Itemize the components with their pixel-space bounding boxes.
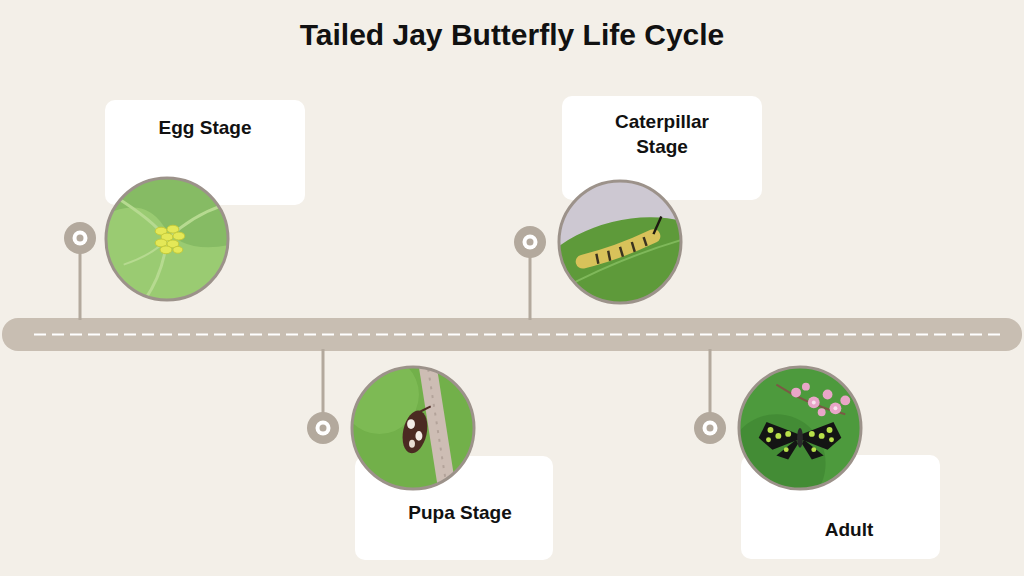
- illustration-ellipse: [160, 246, 172, 254]
- illustration-circle: [791, 388, 801, 398]
- illustration-circle: [64, 222, 96, 254]
- illustration-circle: [840, 396, 850, 406]
- illustration-ellipse: [407, 419, 415, 429]
- egg-scene: [104, 176, 230, 302]
- illustration-path: [557, 236, 683, 297]
- illustration-circle: [823, 390, 833, 400]
- illustration-ellipse: [409, 440, 415, 448]
- caterpillar-photo: [557, 179, 683, 305]
- illustration-circle: [833, 406, 837, 410]
- pupa-scene: [350, 365, 476, 491]
- stage-label-wrap: Caterpillar Stage: [592, 110, 732, 159]
- illustration-ellipse: [415, 431, 422, 441]
- egg-photo: [104, 176, 230, 302]
- timeline-dash: [34, 334, 1000, 336]
- illustration-rect: [104, 176, 230, 302]
- illustration-ellipse: [557, 198, 683, 305]
- illustration-circle: [809, 431, 815, 437]
- illustration-line: [427, 365, 449, 491]
- illustration-circle: [812, 400, 816, 404]
- photo-border: [352, 367, 474, 489]
- stage-box: Egg Stage: [105, 100, 305, 205]
- illustration-line: [427, 365, 449, 491]
- stage-label-wrap: Egg Stage: [120, 116, 290, 141]
- illustration-g: [155, 225, 185, 254]
- illustration-circle: [802, 383, 810, 391]
- illustration-line: [596, 254, 598, 264]
- stage-box: Adult: [741, 455, 940, 559]
- illustration-path: [419, 406, 431, 412]
- illustration-circle: [811, 447, 816, 452]
- timeline-band: [2, 318, 1022, 351]
- illustration-path: [802, 440, 824, 460]
- illustration-circle: [766, 437, 771, 442]
- illustration-circle: [523, 235, 538, 250]
- illustration-line: [644, 237, 647, 246]
- pupa-photo: [350, 365, 476, 491]
- illustration-line: [653, 216, 661, 234]
- illustration-circle: [768, 427, 774, 433]
- stage-box: Caterpillar Stage: [562, 96, 762, 200]
- illustration-g: [812, 400, 838, 410]
- pin-stem: [79, 252, 82, 320]
- illustration-circle: [707, 425, 714, 432]
- diagram-title: Tailed Jay Butterfly Life Cycle: [0, 18, 1024, 52]
- stage-label: Caterpillar Stage: [592, 110, 732, 159]
- illustration-circle: [307, 412, 339, 444]
- photo-border: [559, 181, 681, 303]
- illustration-circle: [703, 421, 718, 436]
- illustration-line: [608, 251, 610, 261]
- timeline-pin: [64, 222, 96, 254]
- illustration-path: [583, 236, 654, 262]
- illustration-circle: [775, 433, 781, 439]
- illustration-circle: [784, 447, 789, 452]
- stage-box: Pupa Stage: [355, 456, 553, 560]
- illustration-circle: [827, 427, 833, 433]
- illustration-ellipse: [399, 408, 431, 455]
- stage-label: Pupa Stage: [408, 501, 511, 526]
- illustration-circle: [830, 402, 842, 414]
- illustration-circle: [316, 421, 331, 436]
- illustration-circle: [737, 414, 826, 491]
- illustration-ellipse: [797, 428, 803, 448]
- illustration-path: [104, 208, 230, 303]
- illustration-circle: [819, 433, 825, 439]
- stage-label-wrap: Adult: [774, 518, 924, 543]
- timeline-pin: [514, 226, 546, 258]
- stage-label-wrap: Pupa Stage: [375, 501, 545, 526]
- illustration-circle: [694, 412, 726, 444]
- illustration-line: [632, 242, 635, 252]
- illustration-circle: [808, 397, 820, 409]
- illustration-circle: [829, 437, 834, 442]
- pin-stem: [709, 349, 712, 414]
- illustration-g: [596, 237, 646, 264]
- illustration-circle: [77, 235, 84, 242]
- stage-label: Adult: [825, 518, 874, 543]
- illustration-circle: [320, 425, 327, 432]
- illustration-path: [776, 440, 798, 460]
- photo-border: [106, 178, 228, 300]
- illustration-line: [620, 247, 623, 257]
- illustration-path: [776, 385, 845, 415]
- illustration-ellipse: [173, 232, 185, 240]
- stage-label: Egg Stage: [159, 116, 252, 141]
- illustration-circle: [514, 226, 546, 258]
- illustration-circle: [73, 231, 88, 246]
- photo-border: [739, 367, 861, 489]
- pin-stem: [529, 256, 532, 320]
- illustration-circle: [818, 408, 826, 416]
- illustration-circle: [527, 239, 534, 246]
- pin-stem: [322, 349, 325, 414]
- illustration-ellipse: [173, 246, 183, 253]
- adult-photo: [737, 365, 863, 491]
- illustration-g: [766, 427, 834, 452]
- timeline-pin: [307, 412, 339, 444]
- timeline-pin: [694, 412, 726, 444]
- illustration-g: [791, 383, 850, 416]
- illustration-circle: [785, 431, 791, 437]
- adult-scene: [737, 365, 863, 491]
- caterpillar-scene: [557, 179, 683, 305]
